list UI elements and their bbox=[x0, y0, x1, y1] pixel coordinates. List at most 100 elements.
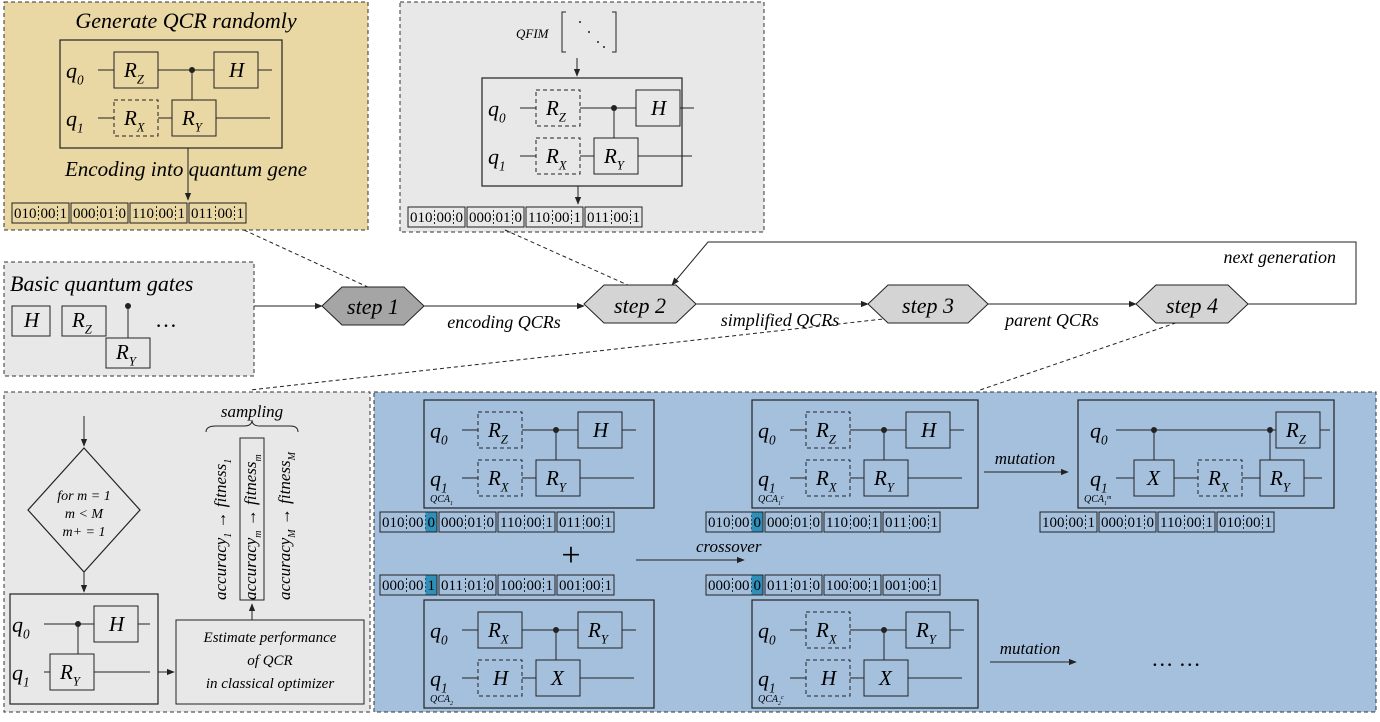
more-ellipsis: … … bbox=[1151, 646, 1201, 671]
gene-bits: 110 bbox=[826, 515, 848, 531]
gene-bits: 1 bbox=[546, 515, 554, 531]
gene-highlight bbox=[425, 512, 437, 532]
gene-bits: 1 bbox=[872, 578, 880, 594]
gene-group bbox=[764, 511, 823, 533]
gene-bits: 0 bbox=[119, 206, 127, 222]
gene-bits: 011 bbox=[559, 515, 581, 531]
gate-rz bbox=[61, 305, 107, 337]
svg-text:in classical optimizer: in classical optimizer bbox=[206, 676, 334, 692]
gene-bits: 0 bbox=[813, 515, 821, 531]
gate-x-label: X bbox=[1146, 466, 1161, 490]
gene-bits: 1 bbox=[931, 515, 939, 531]
gene-bits: 00 bbox=[586, 578, 601, 594]
gene-bits: 1 bbox=[605, 515, 613, 531]
gate-h-label: H bbox=[820, 666, 838, 690]
qfim-label: QFIM bbox=[516, 26, 550, 41]
gene-group bbox=[764, 574, 823, 596]
gene-bits: 000 bbox=[469, 210, 492, 226]
gene-group bbox=[823, 511, 882, 533]
svg-text:Estimate performance: Estimate performance bbox=[203, 630, 337, 646]
gene-bits: 0 bbox=[515, 210, 523, 226]
gene-bits: 000 bbox=[767, 515, 790, 531]
gene-group bbox=[705, 511, 764, 533]
gene-bits: 1 bbox=[605, 578, 613, 594]
gene-bits: 01 bbox=[100, 206, 115, 222]
gene-group bbox=[882, 511, 941, 533]
gene-bits: 0 bbox=[1147, 515, 1155, 531]
gene-bits: 010 bbox=[410, 210, 433, 226]
gene-bits: 000 bbox=[441, 515, 464, 531]
gene-group bbox=[525, 206, 584, 228]
sampling-entry: accuracy1 → fitness1 bbox=[211, 459, 234, 600]
gene-bits: 01 bbox=[794, 515, 809, 531]
gene-bits: 011 bbox=[441, 578, 463, 594]
gene-bits: 00 bbox=[912, 515, 927, 531]
gene-bits: 1 bbox=[60, 206, 68, 222]
gene-group bbox=[188, 202, 247, 224]
selected-sample-box bbox=[239, 437, 265, 601]
gene-bits: 00 bbox=[159, 206, 174, 222]
gene-group bbox=[556, 574, 615, 596]
mutation-label-2: mutation bbox=[1000, 639, 1060, 658]
gene-group bbox=[466, 206, 525, 228]
gate-h-label: H bbox=[920, 418, 938, 442]
register-label: QCA2 bbox=[430, 694, 453, 707]
gene-bits: 00 bbox=[218, 206, 233, 222]
gene-group bbox=[1039, 511, 1098, 533]
gene-bits: 1 bbox=[872, 515, 880, 531]
gene-bits: 1 bbox=[428, 578, 436, 594]
register-label: QCA1 bbox=[430, 494, 453, 507]
gene-bits: 00 bbox=[735, 578, 750, 594]
gate-h bbox=[11, 305, 51, 337]
estimate-box bbox=[175, 619, 365, 705]
svg-text:step 2: step 2 bbox=[614, 293, 666, 318]
gene-bits: 1 bbox=[1088, 515, 1096, 531]
gene-bits: 000 bbox=[382, 578, 405, 594]
gene-group bbox=[497, 511, 556, 533]
gene-highlight bbox=[751, 512, 763, 532]
gene-bits: 00 bbox=[853, 578, 868, 594]
gene-bits: 010 bbox=[14, 206, 37, 222]
gene-bits: 00 bbox=[853, 515, 868, 531]
simplified-qcrs-label: simplified QCRs bbox=[721, 310, 840, 330]
gate-x-label: X bbox=[550, 666, 565, 690]
gene-bits: 011 bbox=[587, 210, 609, 226]
gene-bits: 00 bbox=[555, 210, 570, 226]
gene-bits: 110 bbox=[1160, 515, 1182, 531]
gene-bits: 110 bbox=[132, 206, 154, 222]
gene-group bbox=[129, 202, 188, 224]
gate-h-label: H bbox=[23, 308, 41, 332]
gene-group bbox=[882, 574, 941, 596]
crossover-label: crossover bbox=[696, 537, 762, 556]
plus-sign: + bbox=[561, 537, 580, 574]
sampling-entry: accuracym → fitnessm bbox=[241, 454, 264, 600]
register-label: QCA2c bbox=[758, 694, 784, 707]
gene-bits: 1 bbox=[237, 206, 245, 222]
gene-bits: 0 bbox=[754, 578, 762, 594]
gates-ellipsis: … bbox=[155, 307, 177, 332]
gene-bits: 01 bbox=[468, 578, 483, 594]
gene-bits: 011 bbox=[191, 206, 213, 222]
gene-bits: 0 bbox=[428, 515, 436, 531]
gene-highlight bbox=[751, 575, 763, 595]
gene-group bbox=[379, 574, 438, 596]
gene-group bbox=[556, 511, 615, 533]
mutation-label-1: mutation bbox=[995, 449, 1055, 468]
gene-group bbox=[1098, 511, 1157, 533]
gene-highlight bbox=[425, 575, 437, 595]
gene-bits: 00 bbox=[912, 578, 927, 594]
gate-ry bbox=[105, 337, 151, 369]
gene-bits: 1 bbox=[1265, 515, 1273, 531]
gene-bits: 01 bbox=[496, 210, 511, 226]
gene-bits: 1 bbox=[1206, 515, 1214, 531]
gene-bits: 1 bbox=[546, 578, 554, 594]
next-generation-label: next generation bbox=[1224, 247, 1336, 267]
